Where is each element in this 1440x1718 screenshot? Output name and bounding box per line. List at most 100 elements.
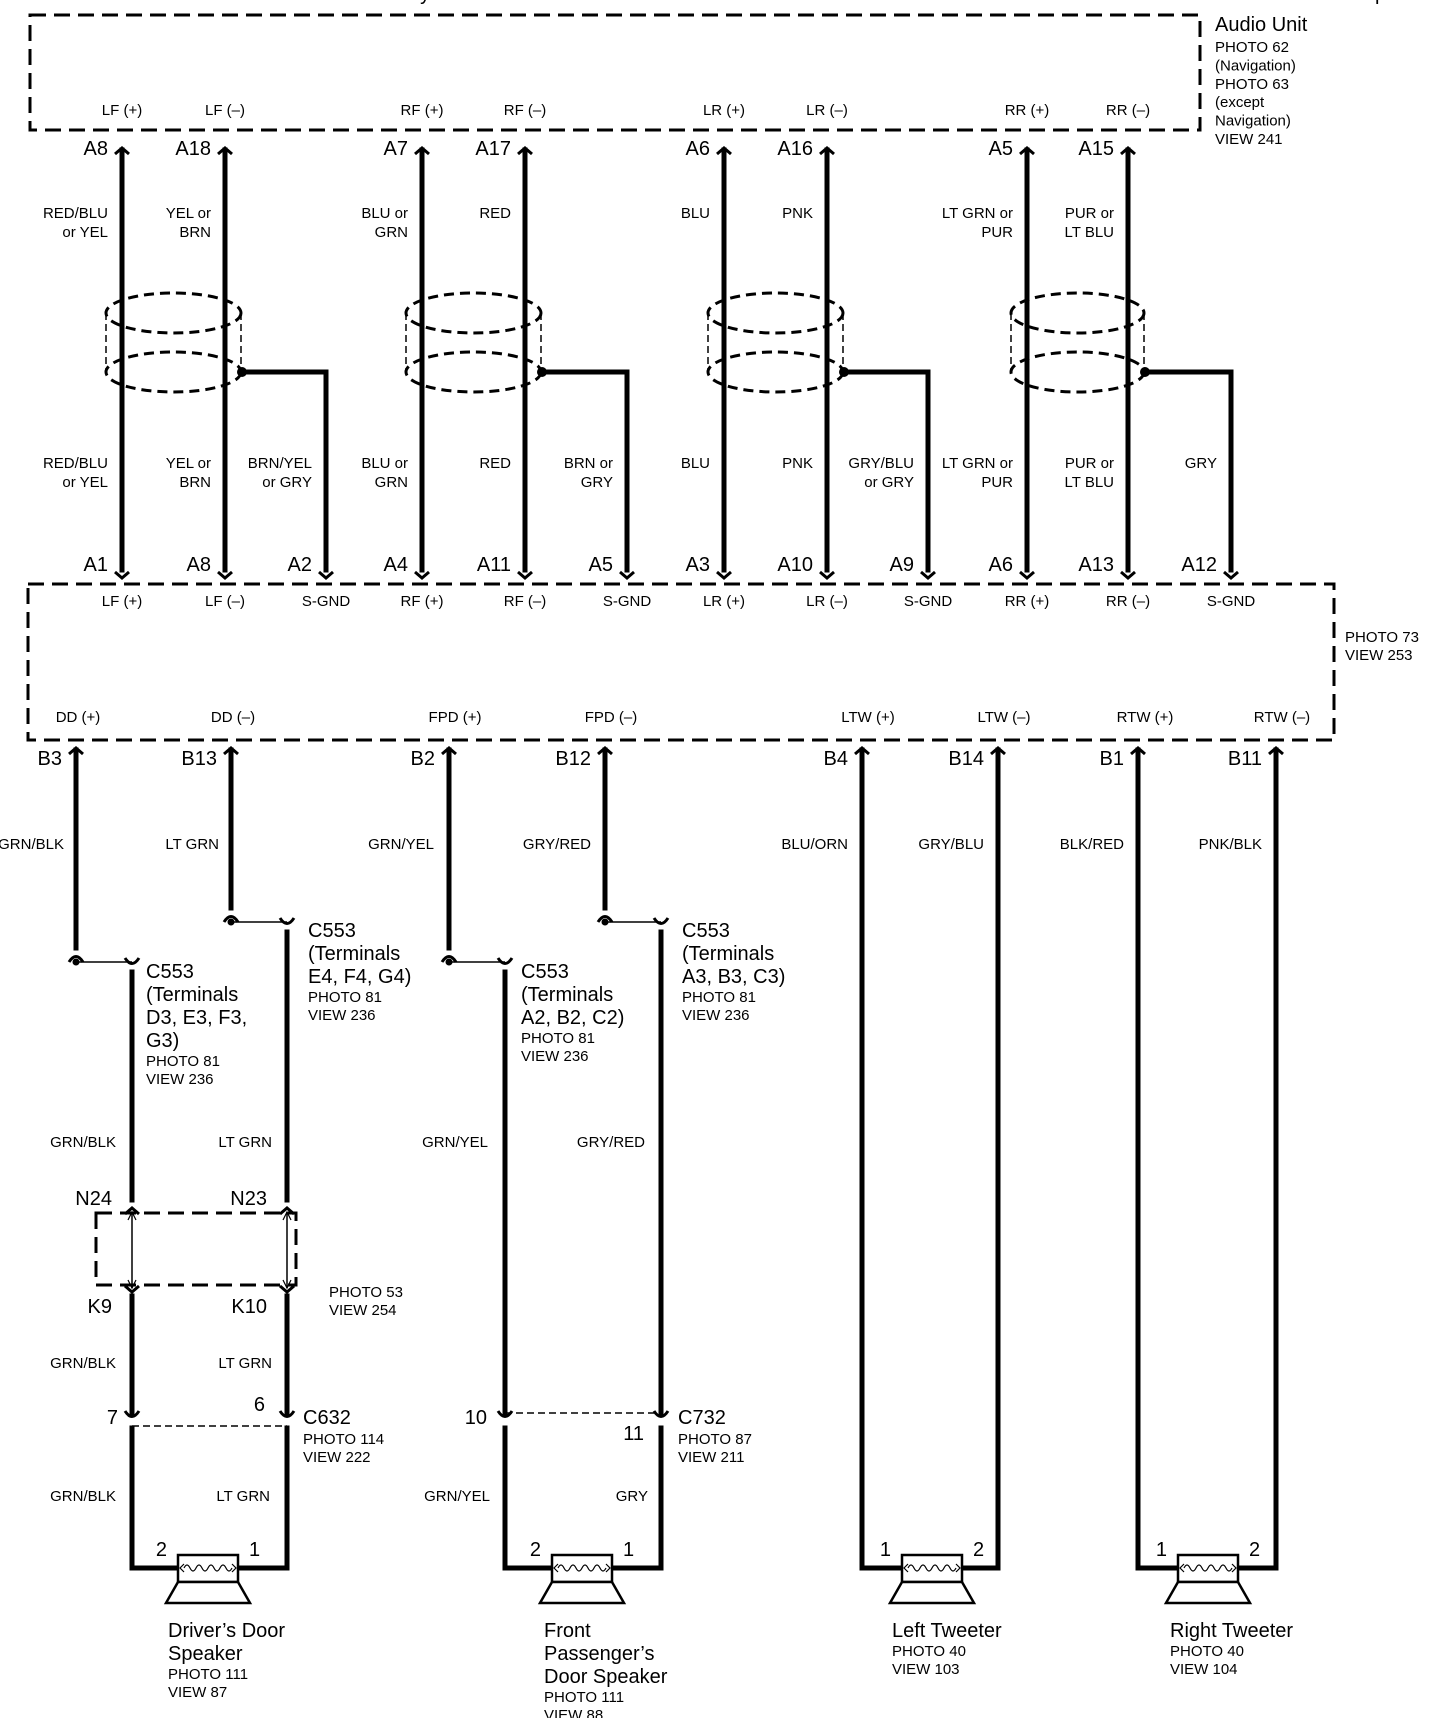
audio-unit-pin-label: LR (+) (703, 102, 745, 119)
lower-wire-color-label: LT BLU (1065, 474, 1114, 491)
lower-wire-color-label: LT GRN or (942, 455, 1013, 472)
upper-wire-color-label: RED/BLU (43, 205, 108, 222)
upper-wire-color-label: PUR (981, 224, 1013, 241)
speaker-note: VIEW 104 (1170, 1661, 1238, 1678)
c553-note: PHOTO 81 (146, 1053, 220, 1070)
upper-wire-color-label: LT BLU (1065, 224, 1114, 241)
amp-top-chevron (318, 570, 334, 580)
speaker-pin-label: 2 (1249, 1539, 1260, 1561)
c553-title: C553 (308, 920, 356, 942)
speaker-note: PHOTO 40 (1170, 1643, 1244, 1660)
amp-top-pin-label: RR (+) (1005, 593, 1050, 610)
c732-title: C732 (678, 1407, 726, 1429)
fuse-link-arrow (282, 1210, 292, 1290)
amp-top-pin-label: S-GND (603, 593, 652, 610)
upper-wire-color-label: GRN (375, 224, 408, 241)
amp-top-connector-label: A6 (989, 554, 1013, 576)
lower-wire-color-label: BRN/YEL (248, 455, 312, 472)
amp-bottom-chevron (223, 746, 239, 756)
lower-wire-color-label: BRN or (564, 455, 613, 472)
stereo-amplifier-note: PHOTO 73 (1345, 629, 1419, 646)
c732-note: PHOTO 87 (678, 1431, 752, 1448)
c553-bridge (222, 915, 240, 923)
amp-top-connector-label: A12 (1181, 554, 1217, 576)
shield-drain-junction (839, 367, 849, 377)
speaker-title: Front (544, 1620, 591, 1642)
audio-unit-note: PHOTO 62 (1215, 39, 1289, 56)
speaker-title: Passenger’s (544, 1643, 654, 1665)
amp-top-chevron (1019, 570, 1035, 580)
amp-bottom-connector-label: B14 (948, 748, 984, 770)
shield-drain-junction (237, 367, 247, 377)
speaker-note: VIEW 88 (544, 1707, 603, 1718)
undefined: Stereo (1345, 0, 1404, 5)
audio-unit-pin-label: RR (+) (1005, 102, 1050, 119)
c553-junction (445, 958, 453, 966)
speaker-coil-arrow (553, 1563, 611, 1573)
speaker-coil (557, 1564, 607, 1572)
stereo-amplifier-note: VIEW 253 (1345, 647, 1413, 664)
output-wire-color-label: GRY/RED (523, 836, 591, 853)
fuse-bottom-chevron (124, 1284, 140, 1294)
amp-bottom-connector-label: B4 (824, 748, 848, 770)
speaker-cone (887, 1580, 977, 1605)
amp-bottom-pin-label: FPD (+) (429, 709, 482, 726)
c553-bridge (278, 917, 296, 925)
amp-bottom-connector-label: B3 (38, 748, 62, 770)
audio-unit-pin-label: RF (+) (401, 102, 444, 119)
final-wire-color-label: GRY (616, 1488, 648, 1505)
amp-top-pin-label: LF (–) (205, 593, 245, 610)
amp-bottom-pin-label: DD (+) (56, 709, 101, 726)
c553-title: C553 (682, 920, 730, 942)
lower-wire-color-label: GRY (581, 474, 613, 491)
speaker-magnet (900, 1553, 964, 1584)
final-wire-color-label: LT GRN (216, 1488, 270, 1505)
amp-top-pin-label: RF (–) (504, 593, 547, 610)
fuse-box-note: VIEW 254 (329, 1302, 397, 1319)
lower-wire-color-label: YEL or (166, 455, 211, 472)
amp-top-pin-label: S-GND (904, 593, 953, 610)
amp-bottom-chevron (1130, 746, 1146, 756)
shield-top-ellipse (104, 291, 243, 335)
c553-note: PHOTO 81 (521, 1030, 595, 1047)
upper-wire-color-label: RED (479, 205, 511, 222)
speaker-pin-label: 2 (156, 1539, 167, 1561)
lower-wire-color-label: RED (479, 455, 511, 472)
audio-unit-pin-label: RF (–) (504, 102, 547, 119)
lower-wire-color-label: PUR or (1065, 455, 1114, 472)
audio-unit-pin-label: LF (–) (205, 102, 245, 119)
audio-unit-note: PHOTO 63 (1215, 76, 1289, 93)
speaker-cone (537, 1580, 627, 1605)
c553-bridge (652, 917, 670, 925)
amp-bottom-chevron (990, 746, 1006, 756)
final-wire-color-label: GRN/YEL (424, 1488, 490, 1505)
shield-top-ellipse (706, 291, 845, 335)
audio-unit-box (28, 13, 1202, 132)
shield-bottom-ellipse (104, 350, 243, 394)
speaker-note: VIEW 87 (168, 1684, 227, 1701)
undefined: Amplifier (1345, 0, 1423, 5)
fuse-top-chevron (124, 1206, 140, 1216)
speaker-coil (907, 1564, 957, 1572)
speaker-coil-arrow (179, 1563, 237, 1573)
audio-unit-connector-label: A16 (777, 138, 813, 160)
speaker-note: PHOTO 111 (544, 1689, 624, 1706)
c553-title: C553 (521, 961, 569, 983)
c553-terminals: A3, B3, C3) (682, 966, 785, 988)
amp-top-connector-label: A5 (589, 554, 613, 576)
audio-unit-note: VIEW 241 (1215, 131, 1283, 148)
c553-bridge (496, 957, 514, 965)
audio-unit-pin-label: RR (–) (1106, 102, 1150, 119)
speaker-coil-arrow (1179, 1563, 1237, 1573)
upper-wire-color-label: or YEL (62, 224, 108, 241)
amp-top-connector-label: A3 (686, 554, 710, 576)
amp-bottom-pin-label: LTW (+) (841, 709, 894, 726)
audio-connector-chevron (217, 146, 233, 156)
amp-bottom-pin-label: DD (–) (211, 709, 255, 726)
amp-bottom-pin-label: RTW (–) (1254, 709, 1310, 726)
shield-top-ellipse (404, 291, 543, 335)
lower-wire-color-label: PNK (782, 455, 813, 472)
c553-terminals: E4, F4, G4) (308, 966, 411, 988)
upper-wire-color-label: BLU or (361, 205, 408, 222)
